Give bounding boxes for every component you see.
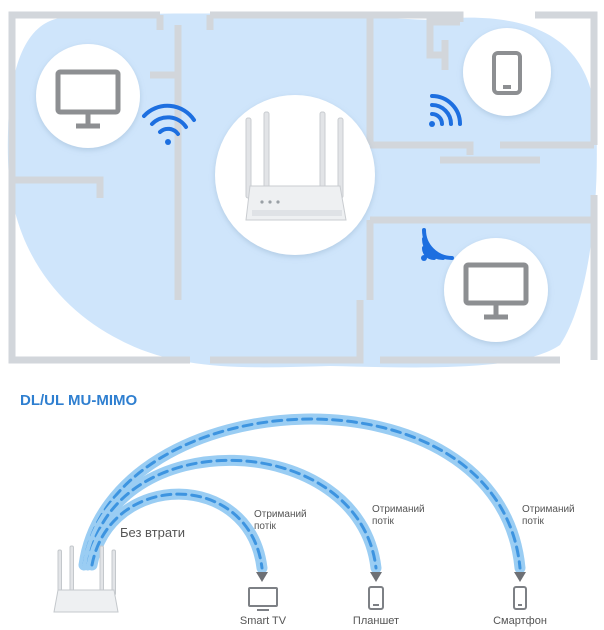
arrow-head <box>256 572 268 582</box>
arrow-head <box>370 572 382 582</box>
tablet-bubble <box>463 28 551 116</box>
wifi-signal-icon <box>429 94 462 127</box>
diagram-heading: DL/UL MU-MIMO <box>20 392 138 409</box>
lossless-label: Без втрати <box>120 525 185 540</box>
stream-arc-smartphone <box>78 413 526 574</box>
stream-label: Отриманий потік <box>522 504 577 527</box>
router-icon <box>53 545 119 613</box>
tablet-icon <box>492 51 522 95</box>
stream-arc-smart-tv <box>86 488 268 574</box>
floor-plan <box>7 11 598 368</box>
monitor-icon <box>463 262 529 320</box>
monitor-icon <box>55 69 121 129</box>
monitor-bubble-right <box>444 238 548 342</box>
monitor-bubble-left <box>36 44 140 148</box>
arrow-head <box>514 572 526 582</box>
stream-arc-tablet <box>82 454 382 574</box>
device-label-tablet: Планшет <box>353 615 399 627</box>
walls <box>8 11 598 364</box>
wifi-signal-icon <box>142 103 196 145</box>
router-icon <box>245 111 347 221</box>
tablet-icon <box>368 586 384 610</box>
stream-label: Отриманий потік <box>254 509 309 532</box>
stream-arcs <box>78 413 526 582</box>
stream-label: Отриманий потік <box>372 504 427 527</box>
wifi-signal-icon <box>421 228 454 261</box>
device-label-smartphone: Смартфон <box>493 615 547 627</box>
smartphone-icon <box>513 586 527 610</box>
tv-icon <box>248 587 278 611</box>
device-label-smart-tv: Smart TV <box>240 615 287 627</box>
router-bubble <box>215 95 375 255</box>
